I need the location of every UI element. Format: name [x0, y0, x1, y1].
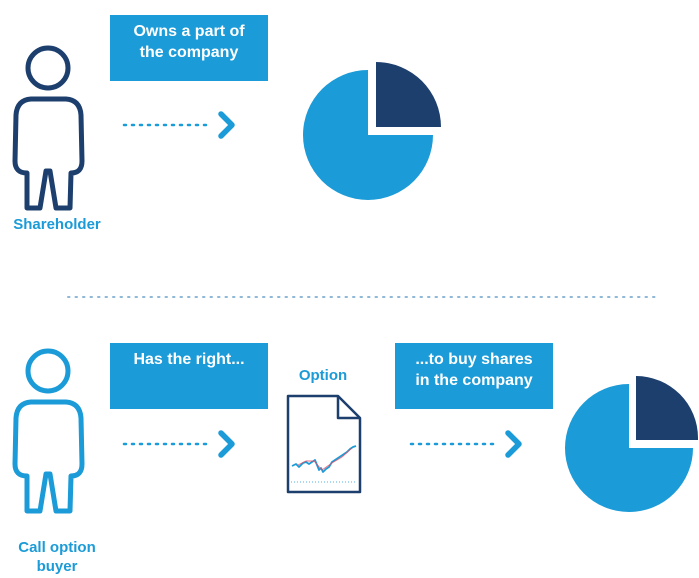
has-right-box: Has the right... [110, 343, 268, 409]
top-arrow [122, 111, 235, 139]
buy-shares-text: ...to buy shares in the company [415, 351, 533, 389]
option-document-chart-icon [286, 394, 362, 494]
owns-part-box: Owns a part of the company [110, 15, 268, 81]
top-pie-chart-icon [303, 62, 441, 200]
shareholder-person-icon [12, 45, 85, 211]
bottom-arrow-2 [409, 430, 522, 458]
bottom-pie-chart-icon [565, 376, 698, 512]
call-option-buyer-person-icon [12, 348, 85, 514]
bottom-arrow-1 [122, 430, 235, 458]
option-title: Option [298, 367, 348, 384]
owns-part-text: Owns a part of the company [133, 23, 245, 61]
has-right-text: Has the right... [133, 351, 245, 368]
section-divider [67, 296, 661, 298]
shareholder-label: Shareholder [13, 216, 101, 233]
call-option-buyer-label: Call option buyer [18, 539, 96, 575]
buy-shares-box: ...to buy shares in the company [395, 343, 553, 409]
option-price-line [291, 445, 357, 473]
